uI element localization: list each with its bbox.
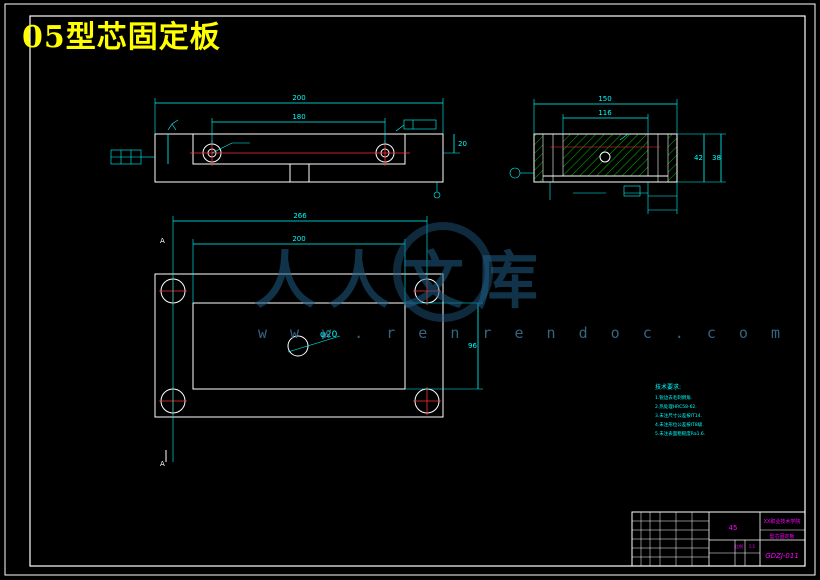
datum-symbol-bottom (433, 191, 441, 199)
front-leader (211, 142, 233, 154)
top-view-outline (154, 273, 444, 418)
side-dim-inner: 116 (598, 109, 612, 117)
front-view: 200 180 20 (110, 94, 467, 199)
note-item-1: 1.锐边去毛刺倒角. (655, 394, 692, 401)
side-hatch-right (667, 133, 678, 183)
roughness-symbol-1 (167, 119, 179, 131)
section-mark-top: A (160, 237, 165, 245)
side-dim-height2: 38 (712, 154, 721, 162)
section-mark-bottom: A (160, 460, 165, 468)
front-dim-height: 20 (458, 140, 467, 148)
note-item-3: 3.未注尺寸公差按IT14. (655, 412, 702, 419)
side-dim-overall: 150 (598, 95, 611, 103)
front-view-inner-pocket (192, 133, 406, 165)
watermark-ring (393, 222, 493, 322)
tb-drawing-no: GDZJ-011 (765, 552, 799, 560)
top-bore-leader (287, 335, 341, 353)
tolerance-frame-right (403, 119, 437, 130)
side-view: 150 116 42 38 (509, 95, 726, 214)
side-hatch-left (533, 133, 544, 183)
note-item-2: 2.热处理HRC58-62. (655, 403, 697, 410)
tb-school: XX职业技术学院 (764, 518, 801, 525)
top-view-pocket (192, 302, 406, 390)
title-block: 45 XX职业技术学院 型芯固定板 GDZJ-011 比例 1:1 (631, 511, 806, 567)
tb-part-name: 型芯固定板 (769, 533, 794, 540)
tb-scale: 1:1 (749, 544, 756, 549)
watermark-cn: 人人文库 (254, 244, 551, 317)
inner-border (29, 15, 806, 567)
top-dim-side: 96 (468, 342, 477, 350)
front-dim-overall: 200 (292, 94, 305, 102)
top-dim-inner: 200 (292, 235, 305, 243)
top-dim-bore: φ20 (320, 330, 338, 340)
notes-heading: 技术要求: (655, 383, 681, 391)
side-view-bore (599, 151, 611, 163)
page-title: 05型芯固定板 (22, 20, 221, 55)
side-datum-symbol (509, 167, 521, 179)
watermark-url: w w w . r e n r e n d o c . c o m (258, 324, 788, 342)
side-tolerance-box (623, 185, 641, 197)
technical-notes: 技术要求: 1.锐边去毛刺倒角. 2.热处理HRC58-62. 3.未注尺寸公差… (655, 383, 705, 437)
note-item-4: 4.未注形位公差按IT8级. (655, 421, 704, 428)
tb-material: 45 (729, 524, 738, 532)
top-dim-overall: 266 (293, 212, 307, 220)
outer-border (4, 3, 816, 576)
note-item-5: 5.未注表面粗糙度Ra1.6. (655, 430, 705, 437)
side-dim-height: 42 (694, 154, 703, 162)
front-view-outline (154, 133, 444, 183)
tb-scale-label: 比例 (735, 543, 743, 549)
front-dim-holes: 180 (292, 113, 305, 121)
